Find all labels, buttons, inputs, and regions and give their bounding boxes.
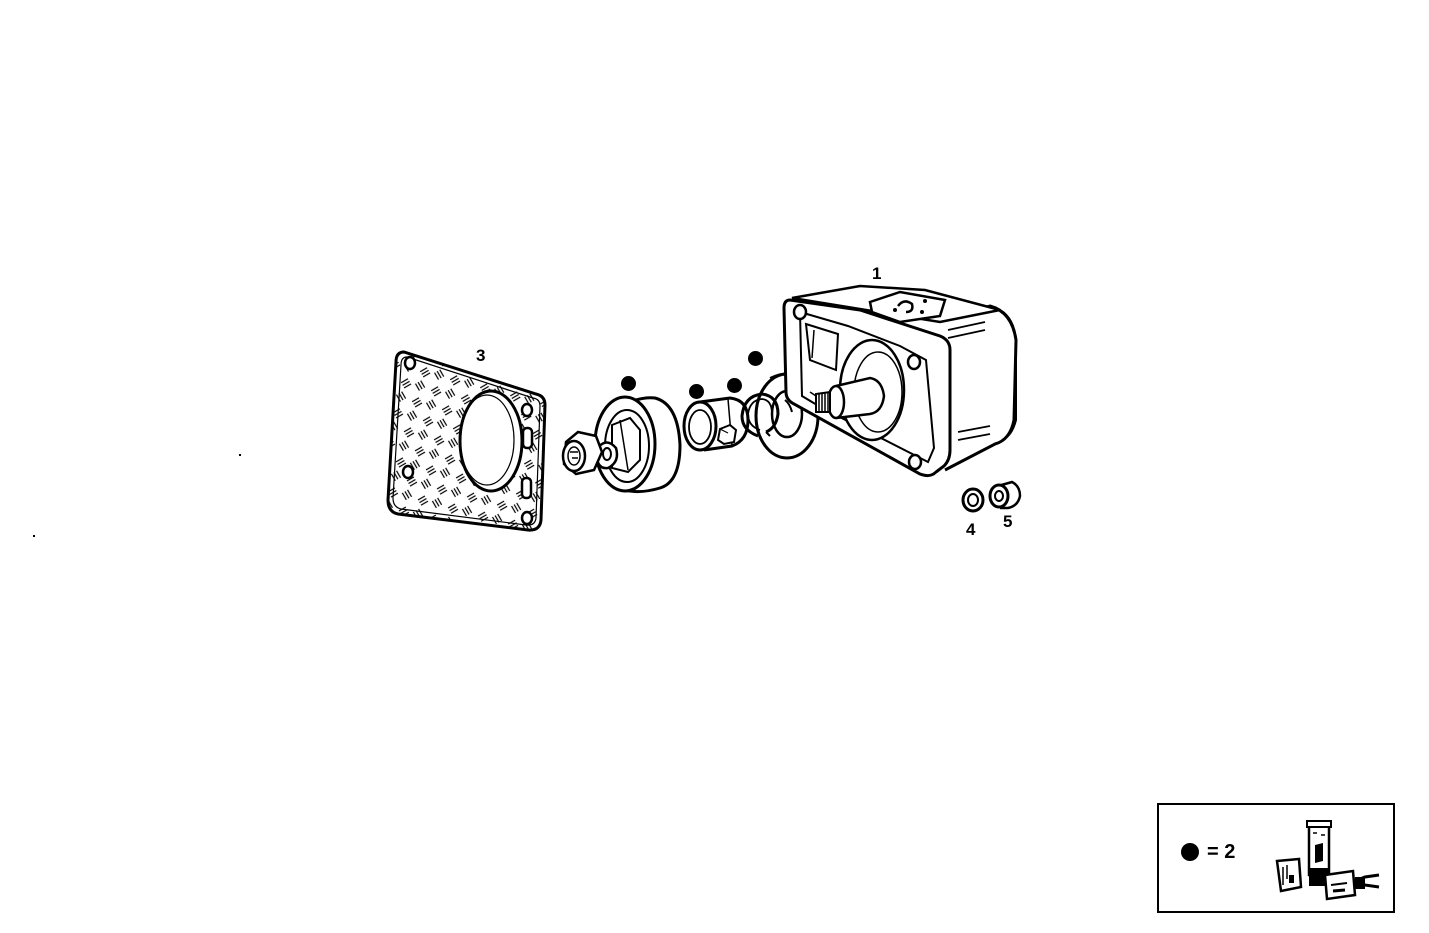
callout-3[interactable]: 3 bbox=[476, 346, 486, 365]
quantity-marker-snap-ring bbox=[727, 378, 742, 393]
coupling[interactable] bbox=[561, 395, 682, 494]
legend-text: = 2 bbox=[1207, 841, 1236, 863]
nut[interactable] bbox=[988, 480, 1022, 510]
pump-housing[interactable] bbox=[782, 284, 1018, 478]
legend-dot-icon bbox=[1181, 843, 1199, 861]
repair-kit-icon bbox=[1275, 820, 1380, 901]
quantity-marker-thrust-washer bbox=[748, 351, 763, 366]
scan-speck bbox=[33, 535, 35, 537]
bushing[interactable] bbox=[682, 396, 750, 452]
callout-4[interactable]: 4 bbox=[966, 520, 976, 539]
quantity-marker-coupling bbox=[621, 376, 636, 391]
scan-speck bbox=[239, 454, 241, 456]
legend-box: = 2 bbox=[1157, 803, 1395, 913]
callout-5[interactable]: 5 bbox=[1003, 512, 1013, 531]
flange-gasket[interactable] bbox=[386, 350, 547, 532]
callout-1[interactable]: 1 bbox=[872, 264, 882, 283]
washer[interactable] bbox=[961, 487, 985, 513]
quantity-marker-bushing bbox=[689, 384, 704, 399]
